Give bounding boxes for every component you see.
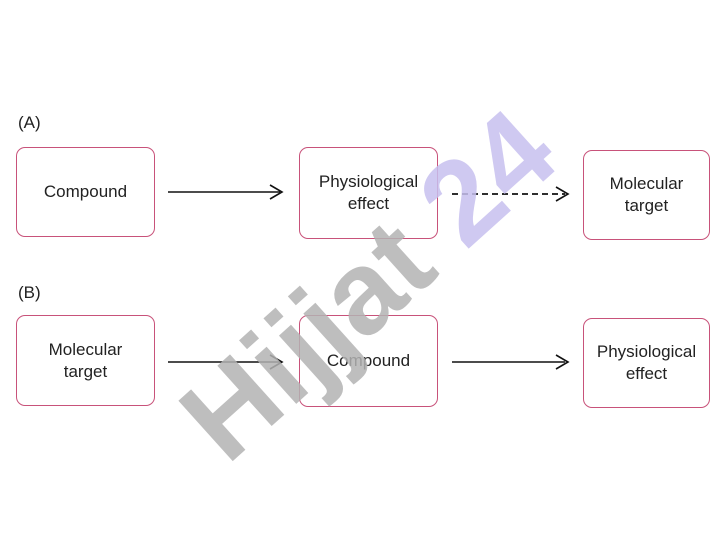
panel-a-physiological-text-line1: Physiological bbox=[318, 172, 419, 191]
panel-a-dashed-arrow bbox=[452, 186, 570, 202]
panel-b-label: (B) bbox=[18, 283, 41, 302]
panel-b-arrow-2 bbox=[452, 354, 570, 370]
panel-a-compound-text: Compound bbox=[43, 182, 128, 201]
panel-b-molecular-text-line1: Molecular bbox=[48, 339, 123, 359]
panel-b-arrow-1 bbox=[168, 354, 284, 370]
panel-b-physiological-text-line2: effect bbox=[625, 364, 668, 383]
panel-b-physiological-text-line1: Physiological bbox=[596, 342, 697, 361]
panel-a-physiological-text-line2: effect bbox=[347, 194, 390, 213]
panel-b-molecular-target-box: Molecular target bbox=[16, 315, 155, 406]
panel-a-label: (A) bbox=[18, 113, 41, 132]
panel-a-molecular-target-box: Molecular target bbox=[583, 150, 710, 240]
panel-b-compound-text: Compound bbox=[326, 351, 411, 370]
panel-a-molecular-text-line2: target bbox=[624, 196, 669, 215]
panel-a-molecular-text-line1: Molecular bbox=[609, 174, 684, 193]
panel-b-compound-box: Compound bbox=[299, 315, 438, 407]
panel-a-compound-box: Compound bbox=[16, 147, 155, 237]
panel-a-physiological-effect-box: Physiological effect bbox=[299, 147, 438, 239]
panel-b-molecular-text-line2: target bbox=[63, 361, 108, 381]
panel-a-solid-arrow bbox=[168, 184, 284, 200]
panel-b-physiological-effect-box: Physiological effect bbox=[583, 318, 710, 408]
